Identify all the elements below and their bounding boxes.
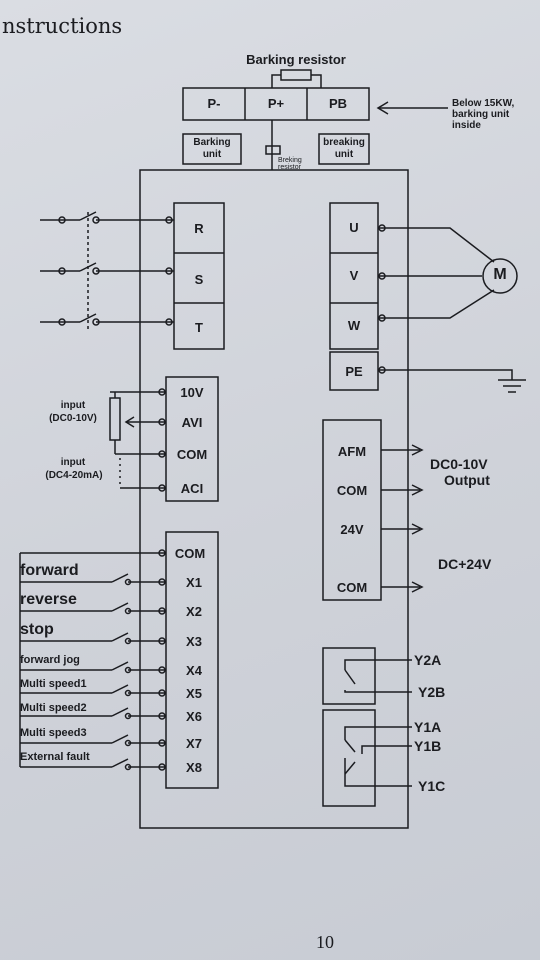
braking-resistor-symbol	[280, 69, 312, 81]
terminal-aci: ACI	[180, 481, 204, 496]
motor-circle	[482, 258, 518, 294]
terminal-com-output-1: COM	[336, 483, 368, 498]
switch-label-multi-speed2: Multi speed2	[20, 702, 87, 714]
potentiometer-symbol	[109, 397, 121, 441]
switch-label-multi-speed3: Multi speed3	[20, 727, 87, 739]
analog-output-block	[322, 419, 382, 601]
current-input-label-2: (DC4-20mA)	[45, 470, 103, 481]
terminal-p-plus: P+	[267, 96, 285, 111]
barking-resistor-label: Barking resistor	[246, 52, 346, 67]
resistor-lead-left	[271, 74, 281, 88]
note-line-2: barking unit	[452, 109, 510, 120]
switch-label-stop: stop	[20, 621, 54, 638]
breaking-unit-box	[318, 133, 370, 165]
switch-label-forward: forward	[20, 562, 79, 579]
terminal-x4: X4	[186, 663, 202, 678]
breking-label-1: Breking	[278, 157, 302, 164]
terminal-w: W	[347, 318, 361, 333]
relay-y1-box	[322, 709, 376, 807]
current-input-label-1: input	[60, 457, 86, 468]
terminal-y1a: Y1A	[414, 719, 442, 735]
terminal-x8: X8	[186, 760, 202, 775]
dc-output-label-2: Output	[444, 472, 490, 488]
digital-input-block	[165, 531, 219, 789]
terminal-p-minus: P-	[207, 96, 221, 111]
terminal-10v: 10V	[180, 385, 204, 400]
breaking-unit-label-2: unit	[334, 149, 354, 160]
terminal-com-output-2: COM	[336, 580, 368, 595]
terminal-afm: AFM	[337, 444, 367, 459]
switch-label-forward-jog: forward jog	[20, 654, 80, 666]
terminal-avi: AVI	[181, 415, 203, 430]
analog-input-block	[165, 376, 219, 502]
terminal-r: R	[194, 221, 204, 236]
barking-unit-box	[182, 133, 242, 165]
terminal-x3: X3	[186, 634, 202, 649]
switch-label-reverse: reverse	[20, 591, 77, 608]
resistor-lead-right	[311, 74, 322, 88]
dc24-label: DC+24V	[438, 556, 492, 572]
terminal-y1c: Y1C	[418, 778, 446, 794]
terminal-y2a: Y2A	[414, 652, 442, 668]
terminal-com-analog: COM	[176, 447, 208, 462]
terminal-24v: 24V	[340, 522, 364, 537]
breking-label-2: resistor	[278, 164, 301, 171]
switch-label-multi-speed1: Multi speed1	[20, 678, 87, 690]
terminal-pb: PB	[328, 96, 348, 111]
inverter-body	[139, 169, 409, 829]
dc-output-label-1: DC0-10V	[430, 456, 488, 472]
voltage-input-label-2: (DC0-10V)	[49, 413, 97, 424]
voltage-input-label-1: input	[60, 400, 86, 411]
page-number: 10	[316, 932, 334, 952]
terminal-x7: X7	[186, 736, 202, 751]
terminal-com-digital: COM	[174, 546, 206, 561]
pe-block	[329, 351, 379, 391]
breking-resistor-symbol	[265, 145, 281, 155]
switch-x1-lines	[20, 573, 166, 586]
terminal-u: U	[349, 220, 359, 235]
note-line-3: inside	[452, 120, 481, 131]
relay-y2-box	[322, 647, 376, 705]
terminal-pe: PE	[345, 364, 363, 379]
terminal-v: V	[349, 268, 359, 283]
terminal-x5: X5	[186, 686, 202, 701]
terminal-x1: X1	[186, 575, 202, 590]
motor-label: M	[493, 266, 507, 283]
page-heading: nstructions	[2, 14, 123, 38]
top-terminal-block	[182, 87, 370, 121]
terminal-x6: X6	[186, 709, 202, 724]
breaking-unit-label-1: breaking	[323, 137, 365, 148]
note-line-1: Below 15KW,	[452, 98, 515, 109]
terminal-y2b: Y2B	[418, 684, 446, 700]
switch-label-external-fault: External fault	[20, 751, 90, 763]
terminal-x2: X2	[186, 604, 202, 619]
power-input-block	[173, 202, 225, 350]
barking-unit-label-1: Barking	[193, 137, 231, 148]
terminal-t: T	[195, 320, 203, 335]
barking-unit-label-2: unit	[202, 149, 222, 160]
terminal-s: S	[194, 272, 204, 287]
terminal-y1b: Y1B	[414, 738, 442, 754]
